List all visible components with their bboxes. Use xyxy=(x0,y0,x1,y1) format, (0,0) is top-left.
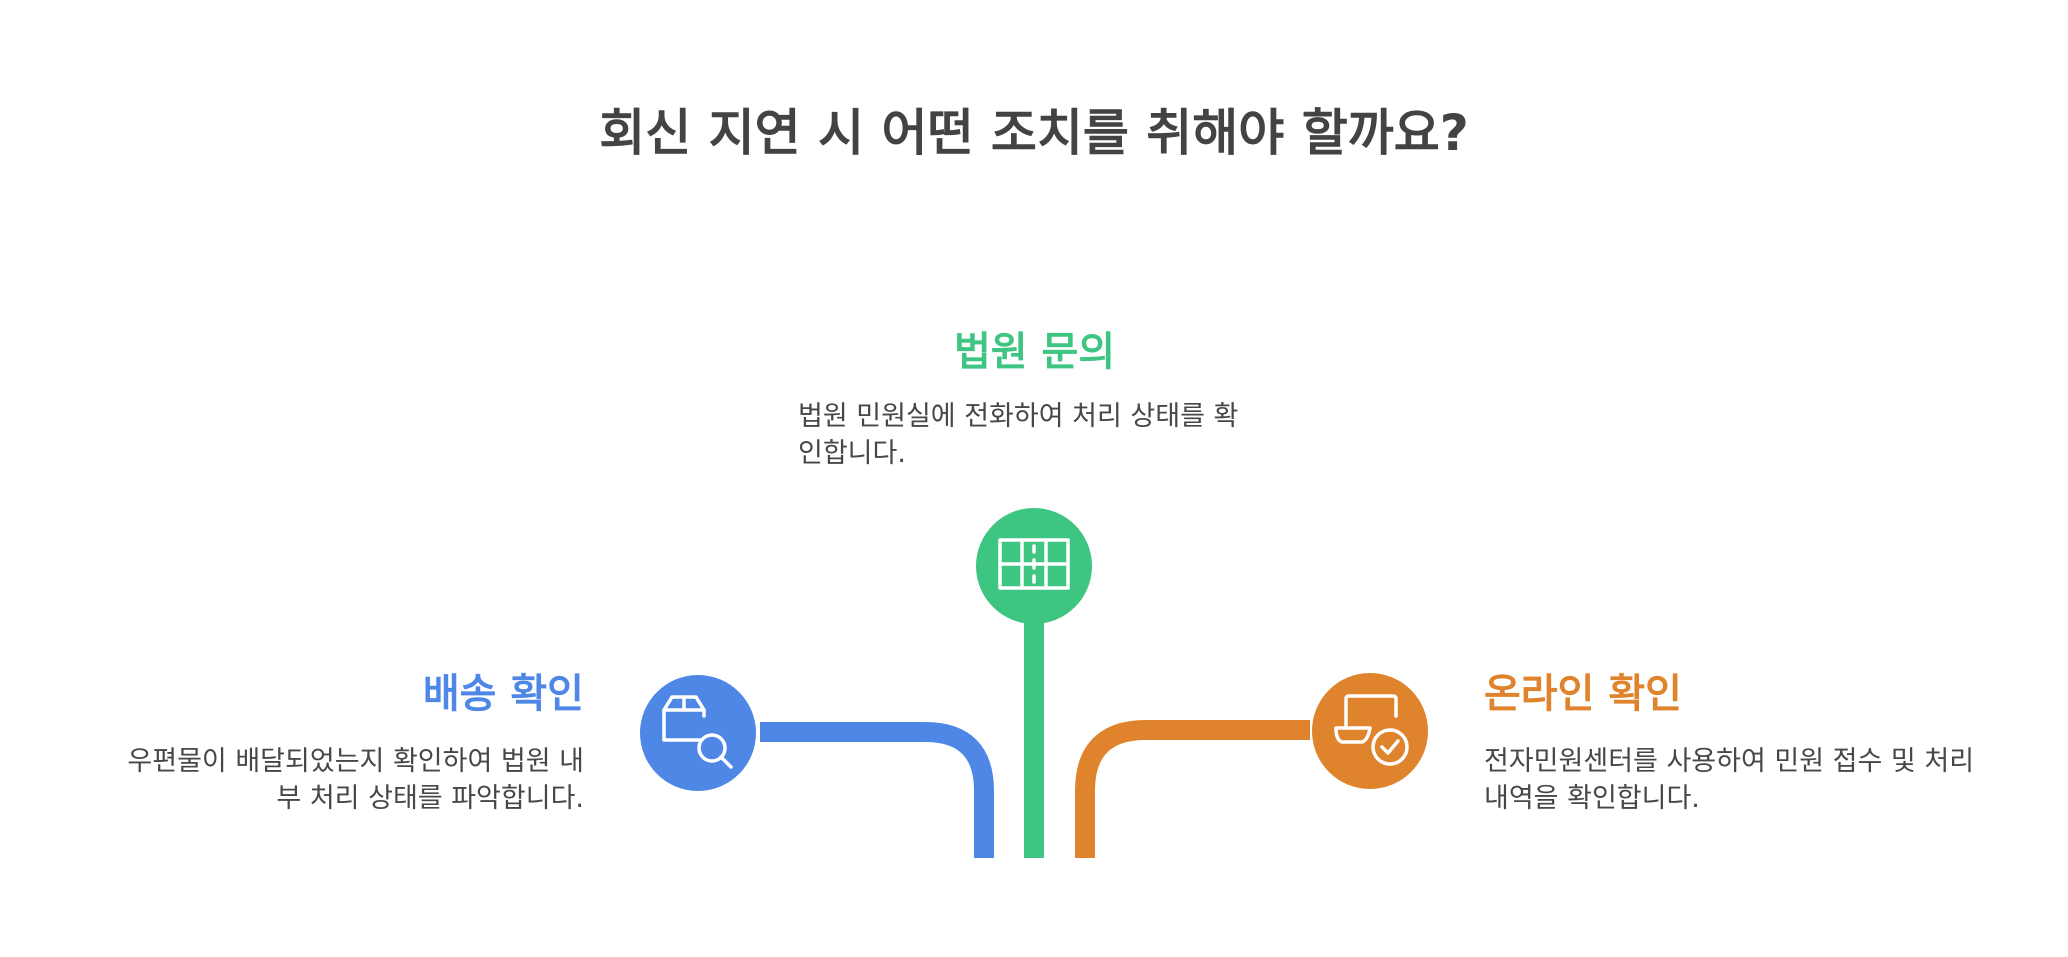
option-description-online: 전자민원센터를 사용하여 민원 접수 및 처리 내역을 확인합니다. xyxy=(1484,746,1975,814)
connector-line-delivery xyxy=(760,722,994,858)
connector-line-online xyxy=(1075,720,1310,858)
option-heading-online: 온라인 확인 xyxy=(1484,671,1682,717)
court-node xyxy=(976,508,1092,624)
option-description-delivery: 우편물이 배달되었는지 확인하여 법원 내부 처리 상태를 파악합니다. xyxy=(127,746,584,814)
option-heading-court: 법원 문의 xyxy=(954,329,1116,375)
page-title: 회신 지연 시 어떤 조치를 취해야 할까요? xyxy=(599,104,1469,162)
option-heading-delivery: 배송 확인 xyxy=(422,671,584,717)
court-building-icon xyxy=(998,538,1070,590)
delivery-node xyxy=(640,675,756,791)
laptop-check-icon xyxy=(1334,694,1409,766)
option-description-court: 법원 민원실에 전화하여 처리 상태를 확인합니다. xyxy=(798,401,1239,469)
online-node xyxy=(1312,673,1428,789)
package-search-icon xyxy=(662,695,733,769)
